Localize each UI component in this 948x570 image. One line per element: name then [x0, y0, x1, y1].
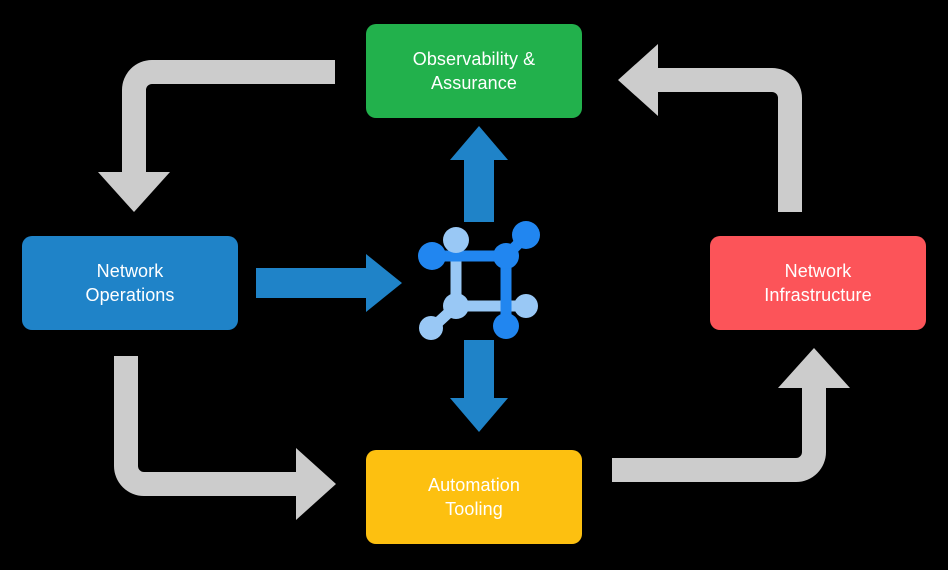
connector-observability-to-operations[interactable] — [98, 60, 335, 212]
topology-bright-nodes — [418, 221, 540, 339]
node-observability-assurance[interactable]: Observability & Assurance — [366, 24, 582, 118]
connector-automation-to-infrastructure[interactable] — [612, 348, 850, 482]
connector-center-to-observability[interactable] — [450, 126, 508, 222]
node-network-operations[interactable]: Network Operations — [22, 236, 238, 330]
connector-center-to-automation[interactable] — [450, 340, 508, 432]
connector-operations-to-automation[interactable] — [114, 356, 336, 520]
connector-infrastructure-to-observability[interactable] — [618, 44, 802, 212]
node-automation-tooling[interactable]: Automation Tooling — [366, 450, 582, 544]
connector-operations-to-center[interactable] — [256, 254, 402, 312]
node-network-infrastructure[interactable]: Network Infrastructure — [710, 236, 926, 330]
topology-light-nodes — [419, 227, 538, 340]
network-topology-icon — [418, 221, 540, 340]
